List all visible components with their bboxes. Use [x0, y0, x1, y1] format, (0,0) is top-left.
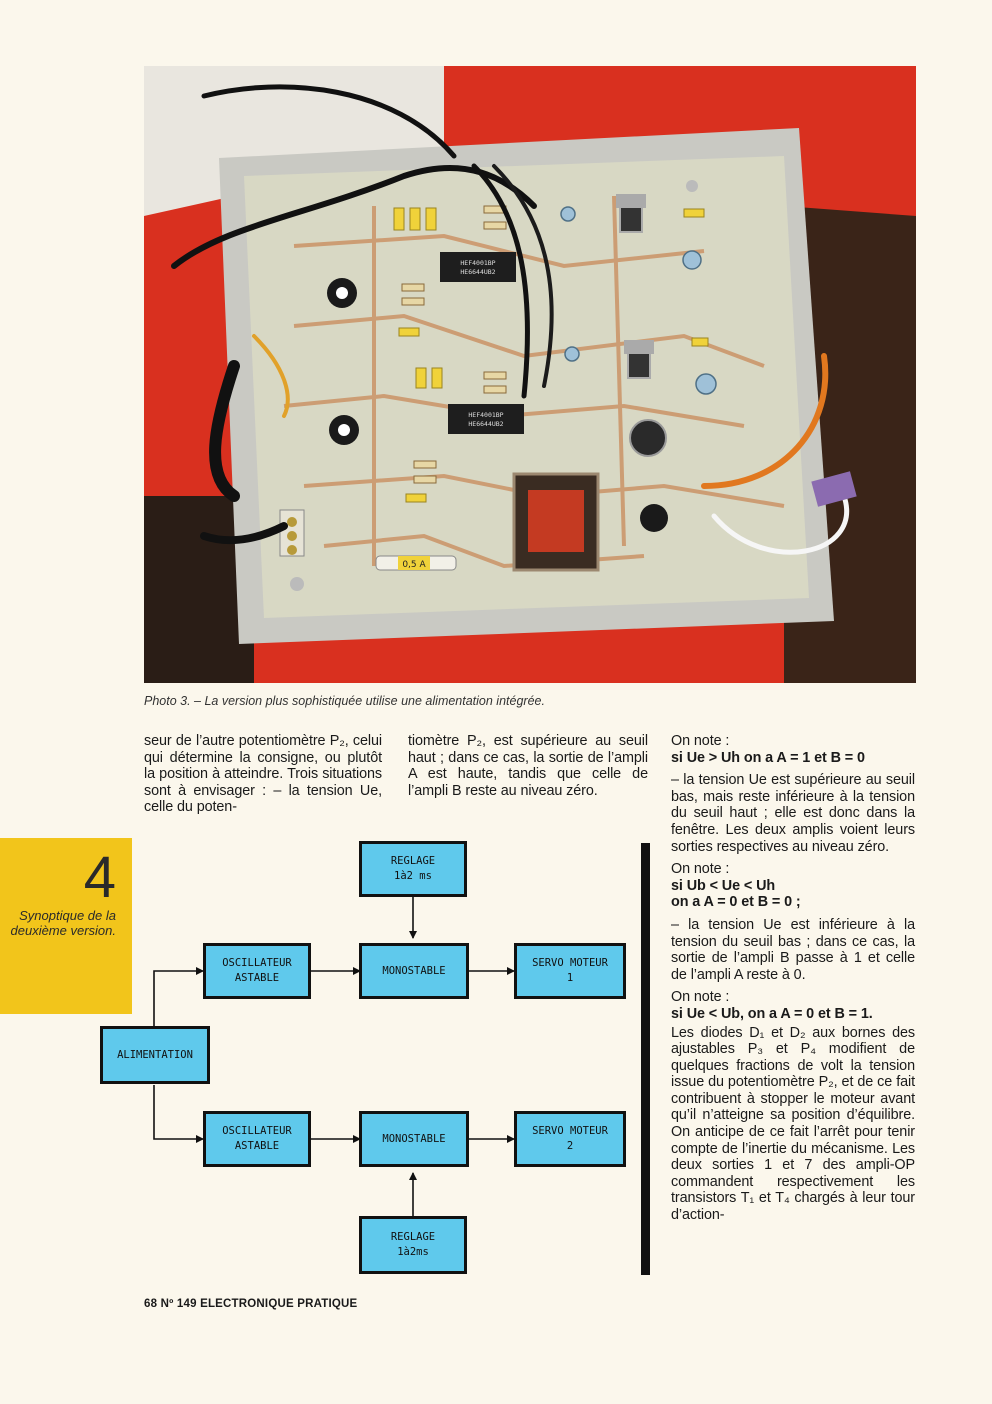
block-monostable-bottom: MONOSTABLE — [359, 1111, 469, 1167]
col1-paragraph: seur de l’autre potentiomètre P₂, celui … — [144, 733, 382, 816]
condition-3: si Ue < Ub, on a A = 0 et B = 1. — [671, 1005, 873, 1022]
block-reglage-top: REGLAGE 1à2 ms — [359, 841, 467, 897]
condition-2a: si Ub < Ue < Uh — [671, 877, 776, 894]
ic2-label-b: HE6644UB2 — [468, 420, 503, 428]
block-oscillateur-top: OSCILLATEUR ASTABLE — [203, 943, 311, 999]
ic-chip-1: HEF4001BP HE6644UB2 — [440, 252, 516, 282]
text-column-2: tiomètre P₂, est supérieure au seuil hau… — [408, 733, 648, 805]
condition-2b: on a A = 0 et B = 0 ; — [671, 894, 801, 911]
note-label-1: On note : — [671, 733, 730, 749]
fuse-label: 0,5 A — [402, 560, 426, 570]
ic-chip-2: HEF4001BP HE6644UB2 — [448, 404, 524, 434]
pcb-photo-illustration: HEF4001BP HE6644UB2 HEF4001BP HE6644UB2 — [144, 66, 916, 683]
photo-caption: Photo 3. – La version plus sophistiquée … — [144, 694, 545, 708]
photo-pcb: HEF4001BP HE6644UB2 HEF4001BP HE6644UB2 — [144, 66, 916, 683]
block-reglage-bottom: REGLAGE 1à2ms — [359, 1216, 467, 1274]
condition-1: si Ue > Uh on a A = 1 et B = 0 — [671, 749, 865, 766]
ic1-label: HEF4001BP — [460, 259, 495, 267]
text-column-3: On note : si Ue > Uh on a A = 1 et B = 0… — [671, 733, 915, 1224]
col3-paragraph-2: – la tension Ue est inférieure à la tens… — [671, 916, 915, 983]
diagram-lines — [153, 896, 515, 1216]
figure-tag: 4 Synoptique de la deuxième version. — [0, 838, 132, 1014]
block-oscillateur-bottom: OSCILLATEUR ASTABLE — [203, 1111, 311, 1167]
note-label-3: On note : — [671, 989, 730, 1006]
text-column-1: seur de l’autre potentiomètre P₂, celui … — [144, 733, 382, 822]
note-label-2: On note : — [671, 861, 730, 878]
block-monostable-top: MONOSTABLE — [359, 943, 469, 999]
col3-paragraph-1: – la tension Ue est supérieure au seuil … — [671, 772, 915, 855]
block-servo-moteur-1: SERVO MOTEUR 1 — [514, 943, 626, 999]
figure-number: 4 — [83, 845, 116, 910]
ic1-label-b: HE6644UB2 — [460, 268, 495, 276]
column-divider — [641, 843, 650, 1275]
block-alimentation: ALIMENTATION — [100, 1026, 210, 1084]
page-footer: 68 Nº 149 ELECTRONIQUE PRATIQUE — [144, 1298, 358, 1310]
col2-paragraph: tiomètre P₂, est supérieure au seuil hau… — [408, 733, 648, 799]
figure-caption: Synoptique de la deuxième version. — [10, 908, 117, 938]
block-servo-moteur-2: SERVO MOTEUR 2 — [514, 1111, 626, 1167]
col3-paragraph-3: Les diodes D₁ et D₂ aux bornes des ajust… — [671, 1024, 915, 1224]
fuse: 0,5 A — [375, 555, 457, 571]
ic2-label: HEF4001BP — [468, 411, 503, 419]
